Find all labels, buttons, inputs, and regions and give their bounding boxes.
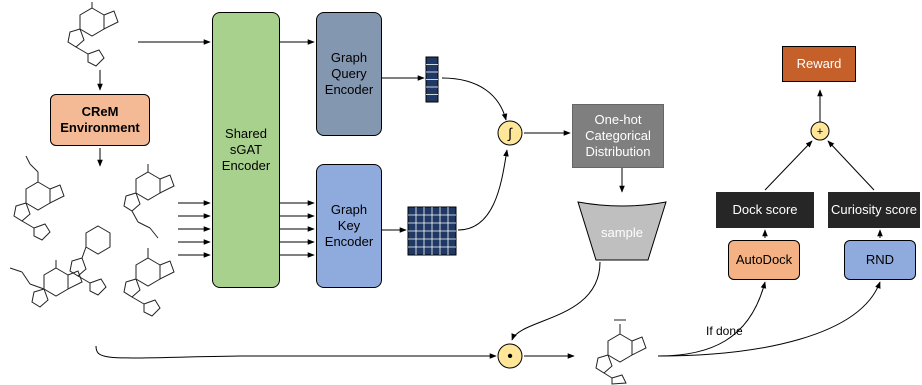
select-symbol: •	[507, 348, 513, 365]
curiosity-score-node: Curiosity score	[828, 192, 920, 228]
sample-node: sample	[577, 201, 667, 261]
edges	[95, 39, 883, 359]
input-molecule-icon	[67, 2, 119, 67]
candidate-molecule-icon	[123, 248, 175, 317]
softmax-operator: ∫	[497, 120, 523, 146]
candidate-molecule-icon	[9, 260, 83, 308]
graph-key-encoder-node: Graph Key Encoder	[316, 164, 382, 288]
reward-node: Reward	[782, 46, 856, 82]
sum-symbol: +	[817, 126, 823, 138]
autodock-node: AutoDock	[728, 240, 800, 280]
candidate-molecule-icon	[123, 164, 175, 239]
softmax-symbol: ∫	[507, 125, 513, 141]
one-hot-distribution-node: One-hot Categorical Distribution	[572, 104, 664, 168]
key-matrix	[407, 206, 457, 256]
candidate-molecule-icon	[13, 155, 65, 241]
shared-sgat-encoder-node: Shared sGAT Encoder	[212, 12, 280, 288]
dock-score-node: Dock score	[716, 192, 814, 228]
output-molecule-icon	[595, 319, 647, 385]
graph-query-encoder-node: Graph Query Encoder	[316, 12, 382, 136]
rnd-node: RND	[844, 240, 916, 280]
creem-environment-node: CReM Environment	[50, 94, 150, 146]
if-done-label: If done	[706, 324, 743, 338]
select-operator: •	[497, 343, 523, 369]
query-vector	[425, 56, 439, 103]
sum-operator: +	[810, 121, 830, 141]
sample-label: sample	[601, 225, 643, 240]
